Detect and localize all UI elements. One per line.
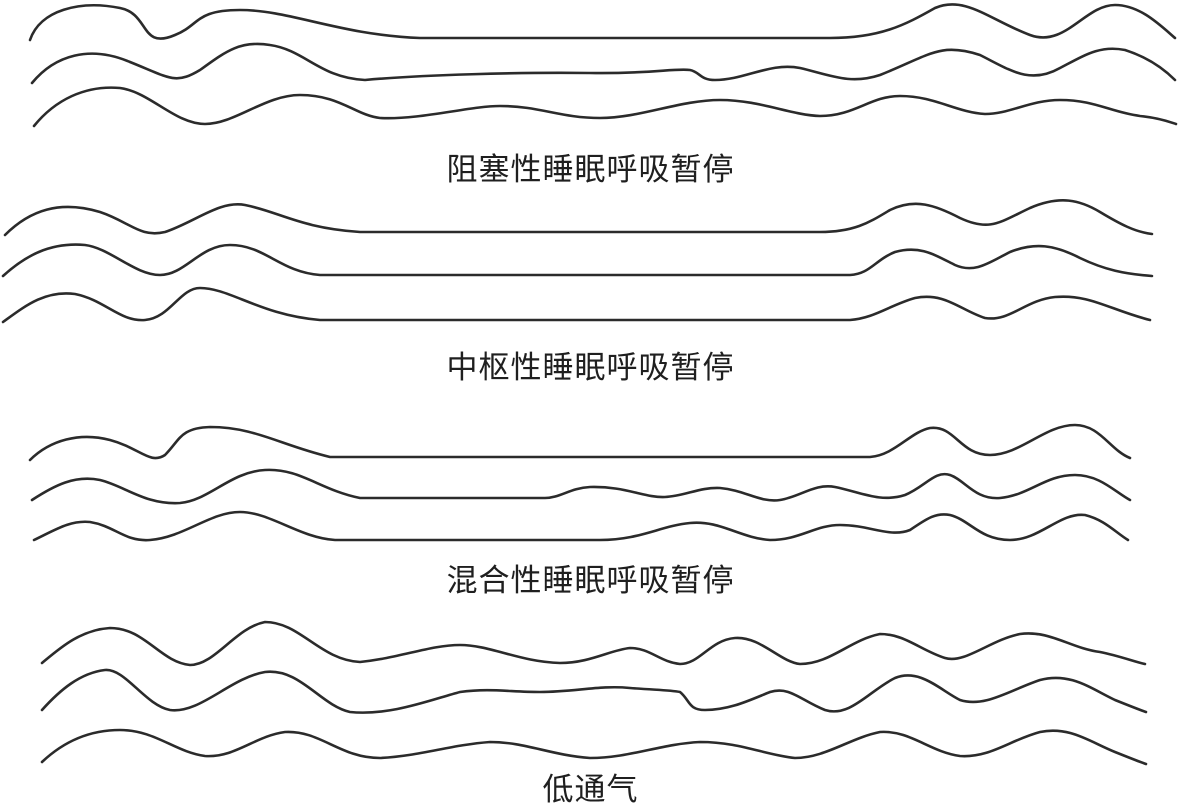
- central-trace-3: [1, 286, 1152, 324]
- panel-central-waveforms: [1, 199, 1154, 324]
- hypopnea-trace-1: [40, 620, 1147, 667]
- caption-central-apnea: 中枢性睡眠呼吸暂停: [446, 350, 735, 386]
- panel-mixed-waveforms: [28, 423, 1132, 542]
- caption-obstructive-apnea: 阻塞性睡眠呼吸暂停: [446, 152, 735, 188]
- mixed-trace-1: [28, 423, 1132, 462]
- panel-obstructive-waveforms: [28, 3, 1178, 128]
- obstructive-trace-1: [28, 3, 1177, 42]
- mixed-trace-3: [32, 510, 1130, 542]
- hypopnea-trace-3: [40, 728, 1148, 766]
- obstructive-trace-3: [32, 86, 1178, 128]
- hypopnea-trace-2: [40, 668, 1148, 714]
- caption-mixed-apnea: 混合性睡眠呼吸暂停: [446, 563, 735, 599]
- caption-hypopnea: 低通气: [542, 772, 639, 808]
- mixed-trace-2: [30, 468, 1132, 505]
- central-trace-2: [1, 243, 1154, 278]
- panel-hypopnea-waveforms: [40, 620, 1148, 766]
- central-trace-1: [3, 199, 1154, 237]
- obstructive-trace-2: [30, 42, 1177, 85]
